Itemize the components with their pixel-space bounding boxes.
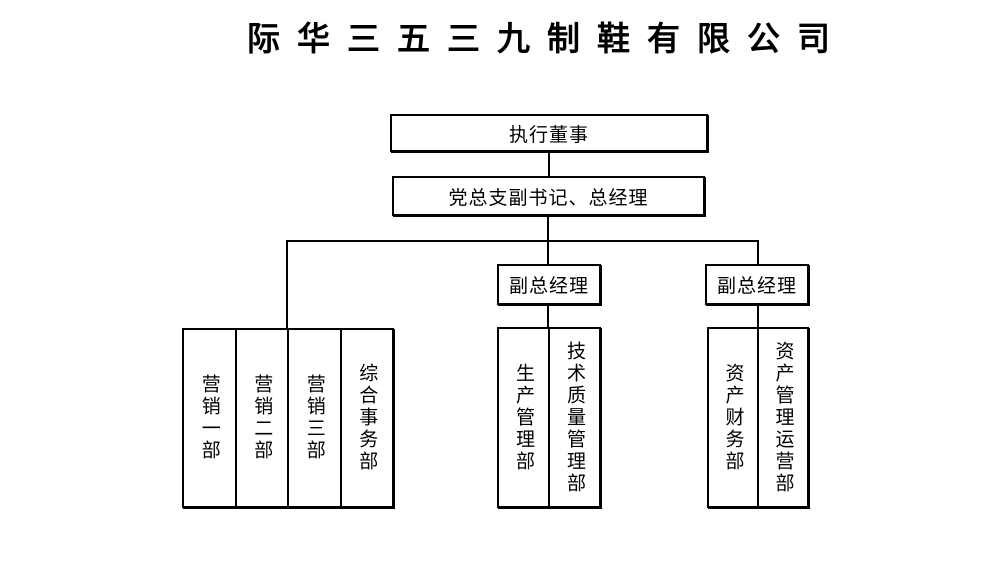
node-deputy-gm-left-label: 副总经理	[508, 275, 589, 297]
node-dept-general-affairs: 综合事务部	[339, 330, 393, 506]
node-dept-asset-management-operations-label: 资产管理运营部	[772, 340, 795, 495]
group-marketing-departments: 营销一部 营销二部 营销三部 综合事务部	[182, 328, 394, 508]
connector-distribution-line	[286, 240, 759, 242]
node-dept-tech-quality-management-label: 技术质量管理部	[564, 340, 586, 495]
node-executive-director: 执行董事	[390, 114, 708, 152]
node-dept-asset-finance: 资产财务部	[709, 329, 757, 506]
connector-deputy-left-to-depts	[547, 305, 549, 327]
node-dept-marketing-3: 营销三部	[287, 330, 340, 506]
node-dept-general-affairs-label: 综合事务部	[356, 363, 379, 473]
node-deputy-gm-left: 副总经理	[497, 264, 601, 305]
node-dept-marketing-1: 营销一部	[184, 330, 235, 506]
node-general-manager: 党总支副书记、总经理	[392, 176, 705, 216]
node-dept-marketing-1-label: 营销一部	[198, 374, 221, 462]
company-title: 际华三五三九制鞋有限公司	[247, 19, 847, 58]
node-dept-marketing-2: 营销二部	[234, 330, 288, 506]
node-dept-production-management-label: 生产管理部	[513, 362, 535, 473]
node-deputy-gm-right-label: 副总经理	[716, 275, 797, 297]
connector-branch-left-group	[286, 242, 288, 328]
group-asset-departments: 资产财务部 资产管理运营部	[707, 327, 809, 508]
node-dept-production-management: 生产管理部	[499, 329, 548, 506]
connector-exec-to-gm	[548, 152, 550, 176]
connector-gm-to-distribution	[547, 216, 549, 242]
node-general-manager-label: 党总支副书记、总经理	[448, 186, 649, 209]
node-dept-marketing-3-label: 营销三部	[303, 374, 326, 462]
connector-branch-deputy-right	[757, 242, 759, 264]
connector-branch-deputy-left	[547, 242, 549, 264]
group-production-departments: 生产管理部 技术质量管理部	[497, 327, 601, 508]
node-executive-director-label: 执行董事	[508, 123, 589, 146]
node-dept-tech-quality-management: 技术质量管理部	[548, 329, 599, 506]
node-dept-marketing-2-label: 营销二部	[251, 374, 274, 462]
connector-deputy-right-to-depts	[757, 305, 759, 327]
node-dept-asset-finance-label: 资产财务部	[722, 362, 745, 473]
node-dept-asset-management-operations: 资产管理运营部	[757, 329, 807, 506]
node-deputy-gm-right: 副总经理	[705, 264, 809, 305]
